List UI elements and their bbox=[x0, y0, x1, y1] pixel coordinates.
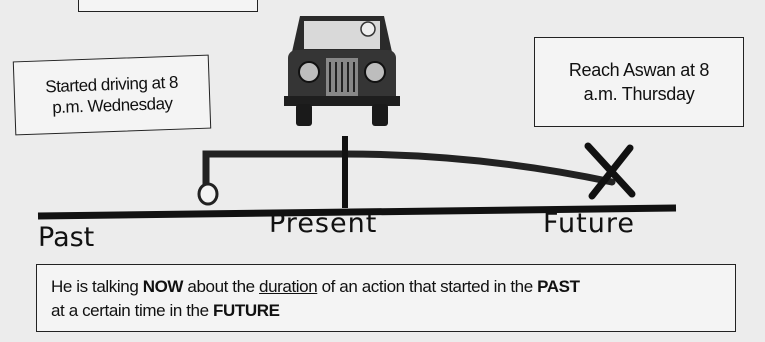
label-future: Future bbox=[543, 208, 635, 239]
label-present: Present bbox=[269, 208, 378, 239]
explanation-duration: duration bbox=[259, 277, 318, 296]
explanation-now: NOW bbox=[142, 277, 184, 296]
car-front-icon bbox=[284, 16, 400, 126]
explanation-box: He is talking NOW about the duration of … bbox=[36, 264, 736, 332]
duration-line bbox=[202, 150, 616, 194]
explanation-text-2: about the bbox=[183, 277, 260, 296]
explanation-text-4: at a certain time in the bbox=[51, 301, 213, 320]
top-cropped-box bbox=[78, 0, 258, 12]
x-mark-icon bbox=[584, 142, 636, 200]
timeline-axis bbox=[37, 204, 677, 220]
circle-marker-icon bbox=[197, 182, 219, 206]
label-past: Past bbox=[38, 222, 95, 253]
end-note: Reach Aswan at 8 a.m. Thursday bbox=[534, 37, 744, 127]
explanation-past: PAST bbox=[537, 277, 580, 296]
explanation-text-1: He is talking bbox=[51, 277, 143, 296]
explanation-text-3: of an action that started in the bbox=[317, 277, 538, 296]
explanation-future: FUTURE bbox=[212, 301, 280, 320]
end-note-text: Reach Aswan at 8 a.m. Thursday bbox=[568, 60, 710, 104]
